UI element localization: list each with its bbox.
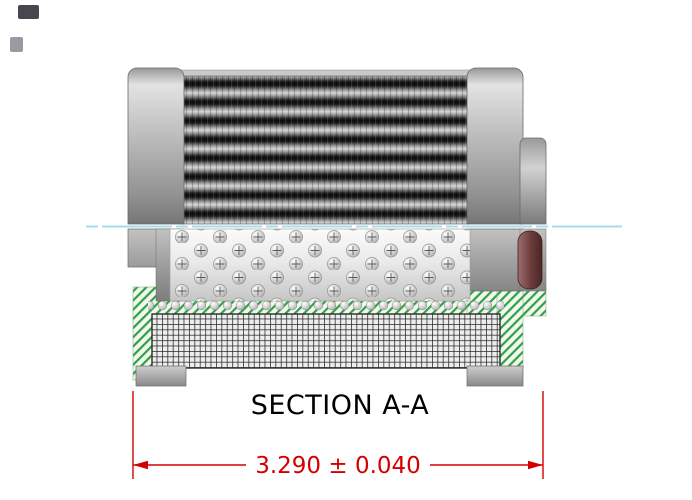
oring-seal-section (517, 230, 543, 290)
perforation-row-small (148, 300, 504, 313)
section-label: SECTION A-A (251, 390, 430, 421)
perforation-holes (170, 229, 470, 301)
dimension-text: 3.290 ± 0.040 (255, 453, 421, 479)
dimension-arrow-left (133, 460, 148, 470)
end-fitting-right (519, 137, 547, 225)
end-cap-right (466, 67, 524, 225)
bottom-rim-right (466, 365, 524, 387)
render-artifact-top (18, 5, 39, 19)
bottom-rim-left (135, 365, 187, 387)
dimension-annotation: 3.290 ± 0.040 (132, 391, 544, 479)
end-cap-left (127, 67, 185, 225)
pleated-media (179, 75, 471, 225)
support-mesh-section (151, 313, 501, 369)
render-artifact-left (10, 37, 23, 52)
filter-section-half (127, 228, 547, 387)
dimension-arrow-right (528, 460, 543, 470)
filter-upper-half (127, 67, 547, 225)
end-cap-right-section (466, 228, 524, 292)
